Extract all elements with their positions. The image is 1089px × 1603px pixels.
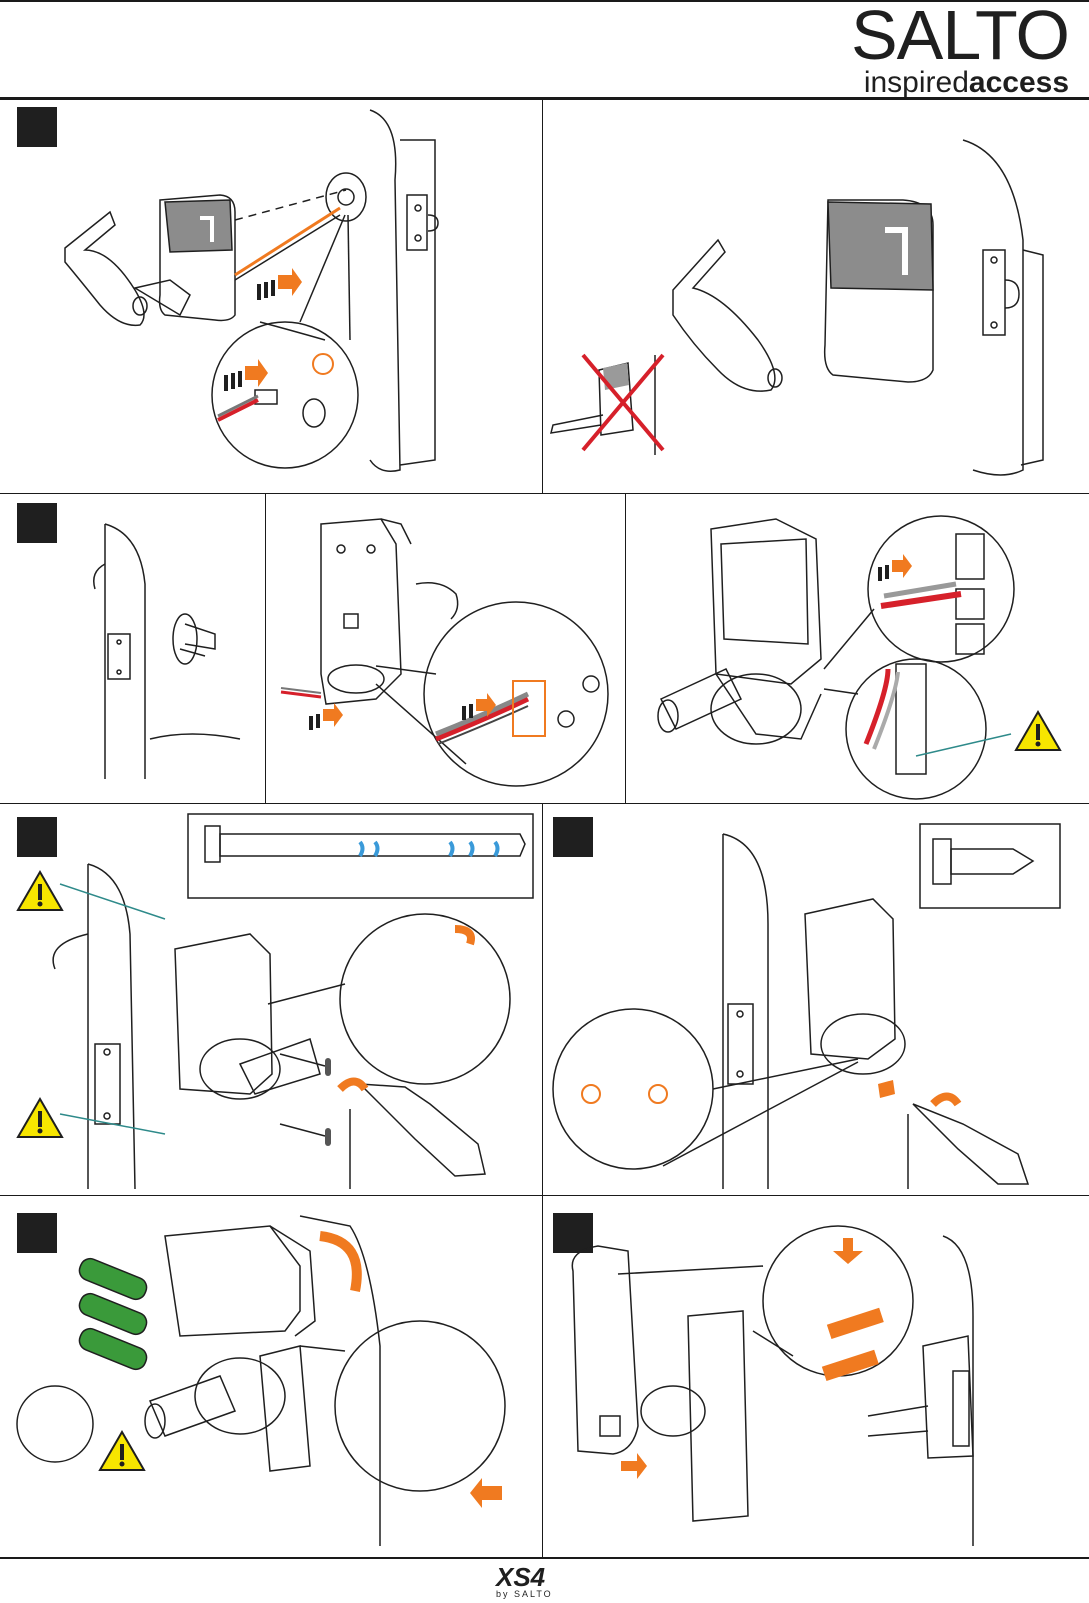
panel-step1-result-illustration <box>543 100 1089 493</box>
logo-sub-text: inspiredaccess <box>851 70 1069 96</box>
warning-icon <box>18 1099 62 1137</box>
logo-main-text: SALTO <box>851 0 1069 70</box>
panel-step1-result <box>543 100 1089 493</box>
panel-step1-illustration <box>40 100 540 493</box>
warning-icon <box>100 1432 144 1470</box>
panel-step6-cover <box>543 1196 1089 1557</box>
panel-step4-illustration <box>543 804 1089 1195</box>
panel-step2-chassis-illustration <box>266 494 624 803</box>
panel-step5-illustration <box>0 1196 541 1557</box>
panel-step6-illustration <box>543 1196 1089 1557</box>
battery-icon <box>76 1256 149 1373</box>
panel-step3-illustration <box>0 804 541 1195</box>
warning-icon <box>1016 712 1060 750</box>
top-rule <box>0 0 1089 2</box>
warning-icon <box>18 872 62 910</box>
salto-logo: SALTO inspiredaccess <box>851 0 1069 96</box>
panel-step2-door-illustration <box>40 494 264 803</box>
panel-step1-connect <box>40 100 540 493</box>
panel-step3-screws <box>0 804 541 1195</box>
xs4-by-text: by SALTO <box>496 1589 596 1599</box>
panel-step2-door <box>40 494 264 803</box>
panel-step2-wiring <box>626 494 1089 803</box>
panel-step5-batteries <box>0 1196 541 1557</box>
panel-step4-screw <box>543 804 1089 1195</box>
panel-step2-chassis <box>266 494 624 803</box>
xs4-logo: XS4 by SALTO <box>496 1565 596 1603</box>
footer-rule <box>0 1557 1089 1559</box>
xs4-logo-text: XS4 <box>496 1565 596 1589</box>
arrow-icon <box>878 554 912 581</box>
panel-step2-wiring-illustration <box>626 494 1089 803</box>
